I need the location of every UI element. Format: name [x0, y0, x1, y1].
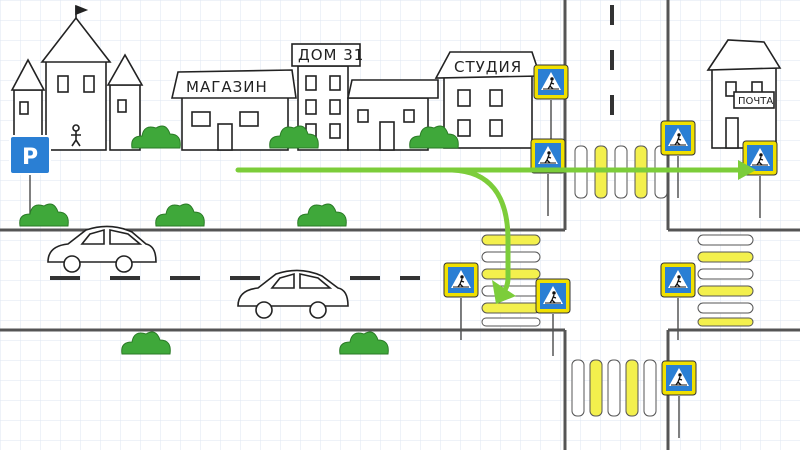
crosswalk-bottom [571, 359, 657, 417]
post-office-label: ПОЧТА [738, 96, 773, 107]
car-bottom [237, 269, 349, 319]
route-arrowhead-right [738, 160, 756, 180]
shop-label: МАГАЗИН [186, 78, 268, 96]
crosswalk-left [481, 234, 541, 327]
route-arrowhead-down [492, 280, 516, 304]
studio-label: СТУДИЯ [454, 58, 522, 76]
parking-sign: P [9, 135, 51, 215]
parking-sign-letter: P [22, 145, 38, 170]
studio-building [434, 51, 542, 149]
post-office-building [706, 39, 782, 149]
house-31-building [291, 43, 439, 151]
house-31-label: ДОМ 31 [298, 46, 364, 64]
car-top [47, 225, 157, 273]
crosswalk-right [697, 234, 754, 327]
